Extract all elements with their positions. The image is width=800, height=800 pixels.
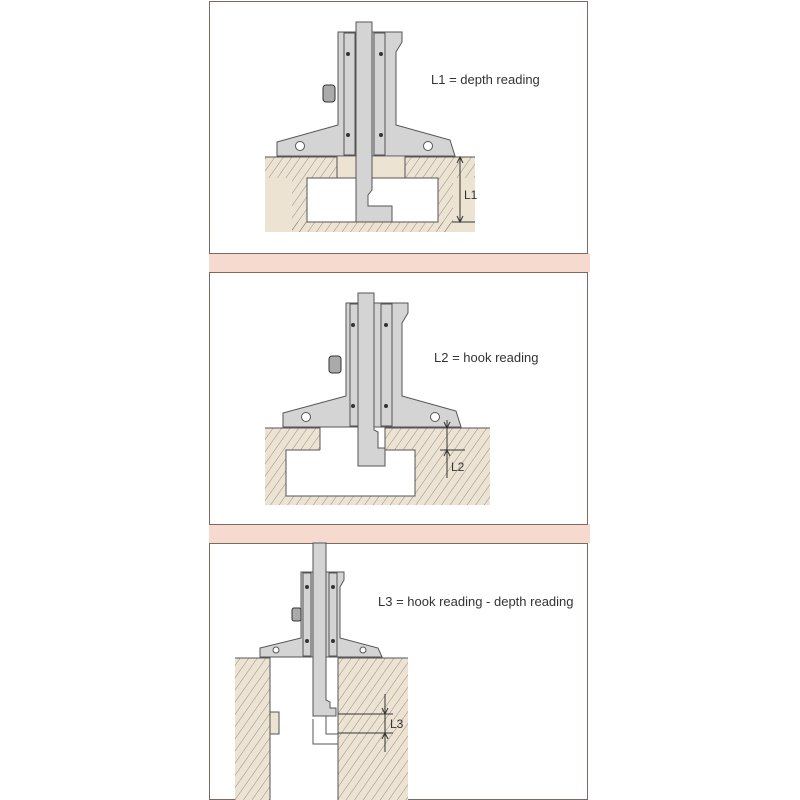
separator-band-2: [209, 524, 590, 543]
dimension-label-l1: L1: [464, 188, 478, 202]
depth-gauge-diagram-1: [265, 21, 475, 232]
formula-l2: L2 = hook reading: [434, 350, 538, 365]
separator-band-1: [209, 253, 590, 272]
formula-l1: L1 = depth reading: [431, 72, 540, 87]
dimension-label-l3: L3: [390, 717, 404, 731]
depth-gauge-diagram-2: [265, 292, 490, 505]
depth-gauge-diagram-3: [235, 542, 408, 800]
dimension-label-l2: L2: [451, 460, 465, 474]
lock-screw-icon: [322, 84, 336, 103]
gauge-beam-1: [355, 21, 393, 223]
formula-l3: L3 = hook reading - depth reading: [378, 594, 574, 609]
